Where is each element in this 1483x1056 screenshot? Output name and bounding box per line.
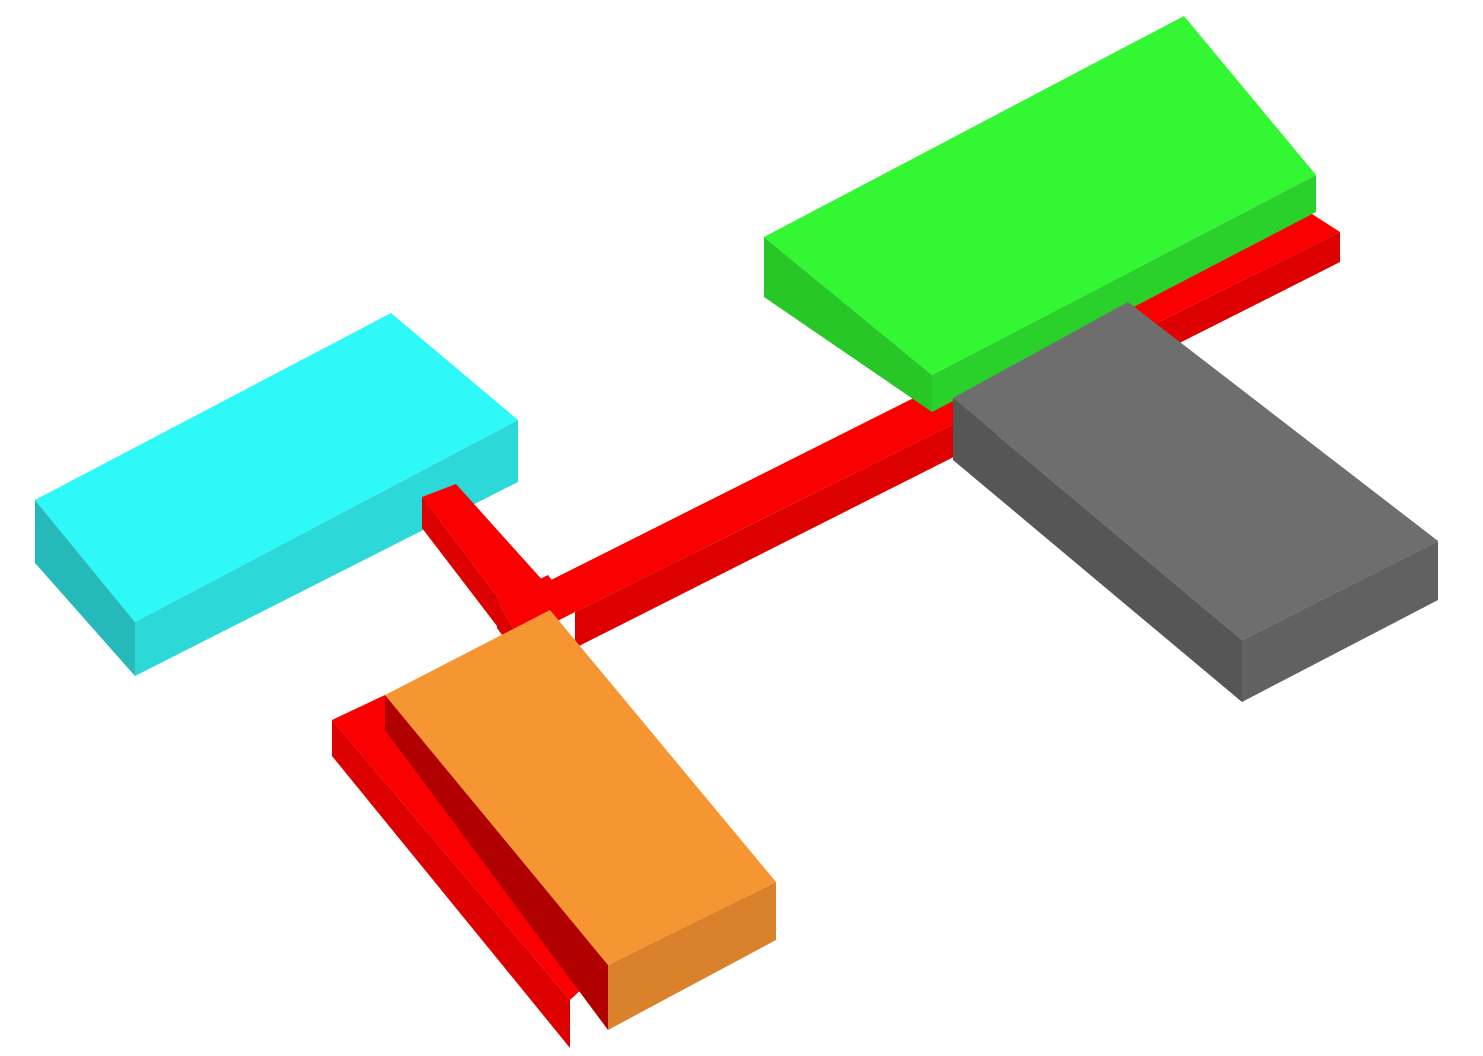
red-stub-top [422, 484, 545, 600]
orange-block [385, 610, 776, 1030]
orange-block-top-face [385, 610, 776, 965]
red-rail-long-top [545, 205, 1340, 612]
red-stub-front [422, 497, 500, 630]
red-junction-top [497, 575, 575, 640]
cyan-block-top-face [35, 313, 518, 622]
gray-block [953, 302, 1438, 702]
red-rail-lower-inner [385, 695, 608, 1030]
cyan-block-left-face [35, 500, 135, 676]
red-rail-lower-front [332, 720, 570, 1048]
green-block-front-face [932, 175, 1316, 412]
gray-block-left-face [953, 398, 1242, 702]
gray-block-front-face [1242, 541, 1438, 702]
cyan-block [35, 313, 518, 676]
orange-block-front-face [608, 882, 776, 1030]
green-block-top-face [764, 16, 1316, 375]
gray-block-top-face [953, 302, 1438, 640]
green-block-left-face [764, 237, 932, 412]
green-block [764, 16, 1316, 412]
cyan-block-front-face [135, 420, 518, 676]
